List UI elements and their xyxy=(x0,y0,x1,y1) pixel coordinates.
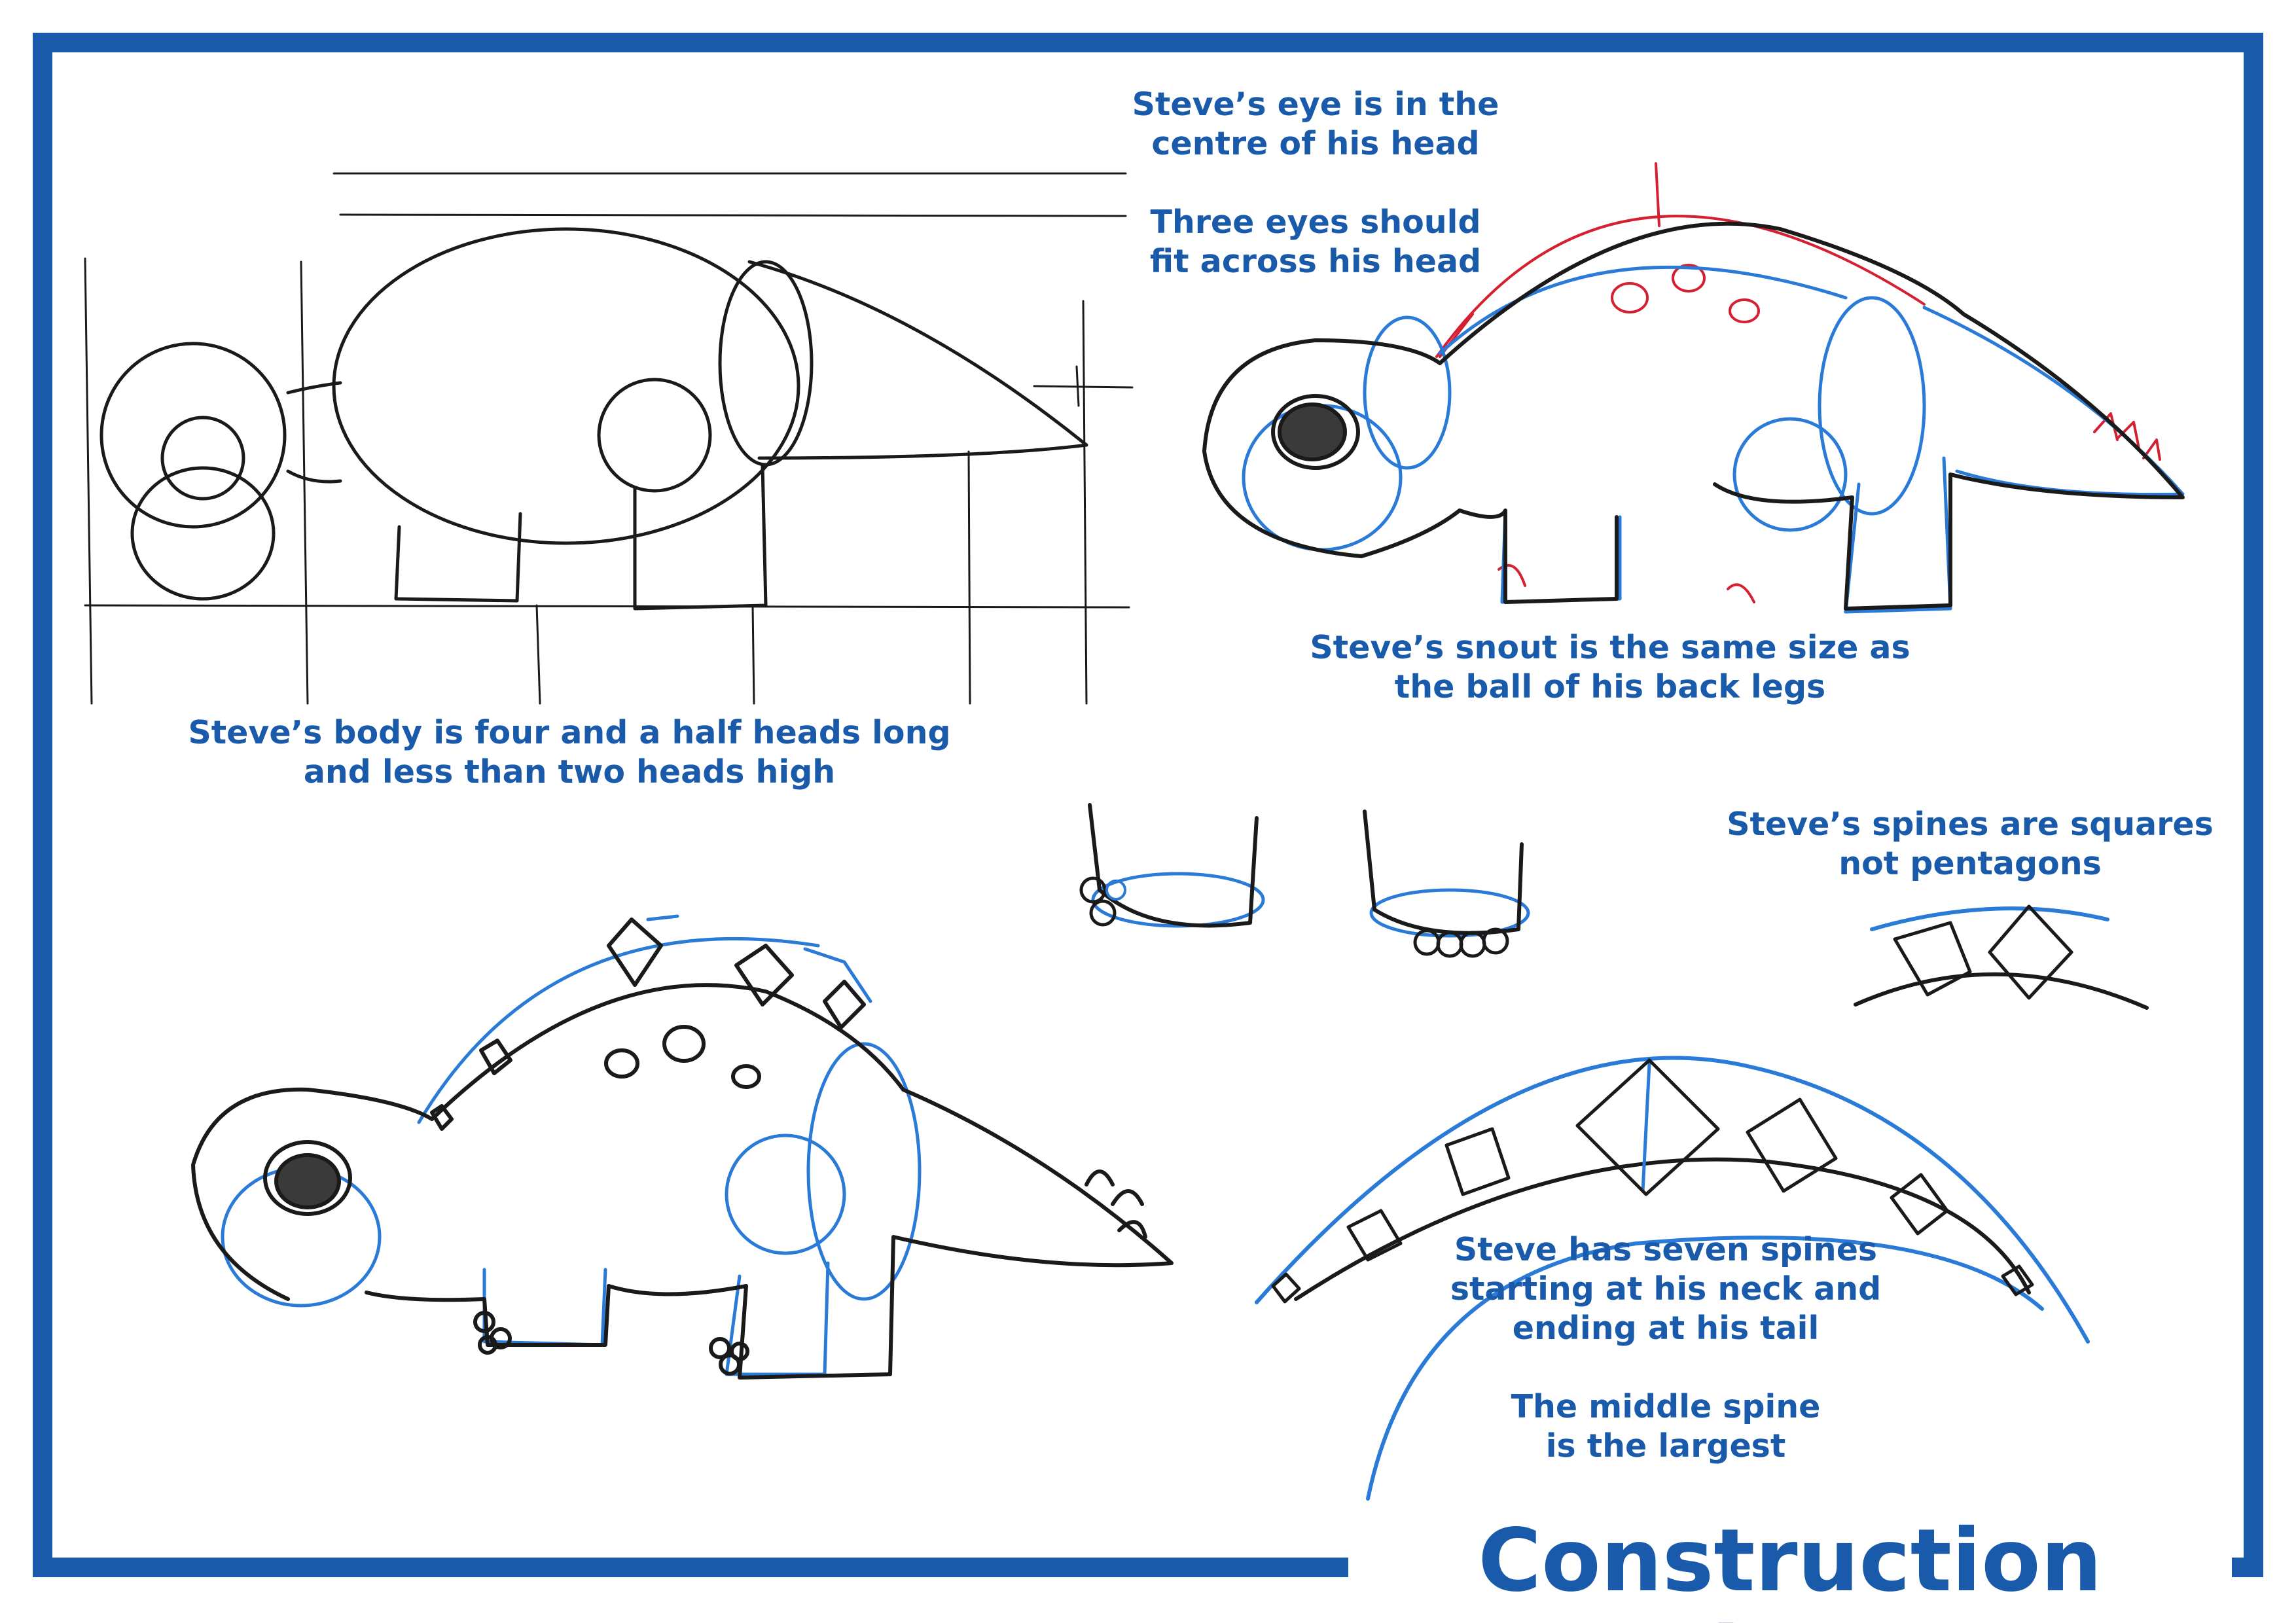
note-body-length: Steve’s body is four and a half heads lo… xyxy=(188,714,951,791)
blue-construction-lines xyxy=(1242,265,2185,614)
note-three-eyes: Three eyes should fit across his head xyxy=(1149,204,1482,280)
spine-arc-detail xyxy=(1255,1056,2090,1501)
pencil-outline xyxy=(1202,221,2185,611)
sheet-title: Construction Sheet xyxy=(1348,1512,2232,1623)
note-middle-spine: The middle spine is the largest xyxy=(1511,1388,1821,1465)
seven-spines xyxy=(1271,1058,2034,1304)
spine-shape-detail xyxy=(1854,904,2149,1010)
note-snout: Steve’s snout is the same size as the ba… xyxy=(1310,629,1910,705)
finished-pencil-outline xyxy=(191,918,1174,1380)
note-spines-shape: Steve’s spines are squares not pentagons xyxy=(1727,806,2214,882)
note-seven-spines: Steve has seven spines starting at his n… xyxy=(1450,1231,1882,1347)
back-leg-detail xyxy=(1363,810,1530,958)
grid-lines xyxy=(84,172,1134,705)
note-eye-center: Steve’s eye is in the centre of his head xyxy=(1132,86,1499,162)
finished-dinosaur-sketch xyxy=(191,914,1174,1380)
front-leg-detail xyxy=(1079,803,1265,928)
sheet-frame xyxy=(33,33,2263,1577)
proportion-grid-sketch xyxy=(84,172,1134,705)
finished-blue-lines xyxy=(221,914,922,1376)
red-correction-marks xyxy=(1435,162,2161,603)
eye-snout-guide-sketch xyxy=(1202,162,2185,614)
